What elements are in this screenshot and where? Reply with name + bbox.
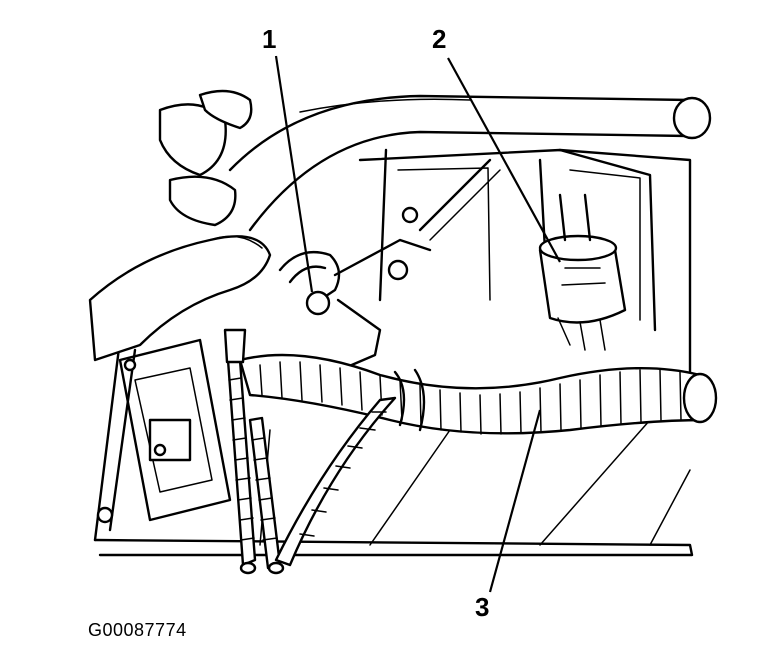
- callout-label-1: 1: [262, 24, 277, 54]
- leader-line-3: [488, 409, 542, 593]
- figure-code: G00087774: [88, 620, 187, 640]
- panel-housing: [358, 148, 692, 382]
- electrical-connector: [538, 193, 627, 351]
- bracket-assembly: [96, 338, 232, 524]
- harness-branches: [223, 328, 397, 575]
- leader-line-2: [447, 57, 561, 263]
- hand: [88, 89, 272, 362]
- lower-frame: [93, 338, 694, 557]
- callout-label-2: 2: [432, 24, 447, 54]
- frame-rail: [228, 94, 712, 232]
- leader-line-1: [274, 55, 314, 293]
- callout-label-3: 3: [475, 592, 490, 622]
- callout-leaders: [274, 55, 561, 593]
- main-wiring-harness: [238, 353, 718, 435]
- connector-clip: [278, 238, 432, 372]
